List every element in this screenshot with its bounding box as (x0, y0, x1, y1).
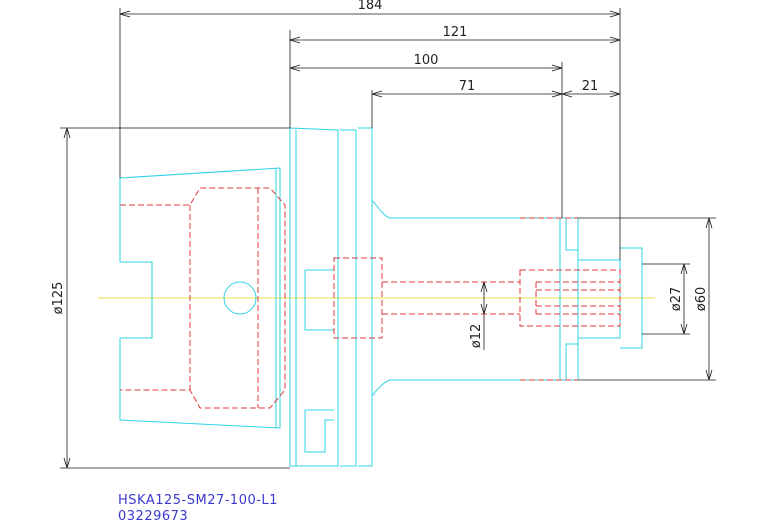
dim-dia-60: ø60 (694, 287, 709, 312)
dimension-lines (60, 8, 716, 469)
dim-length-100: 100 (414, 53, 439, 68)
flange (289, 127, 339, 467)
dim-length-21: 21 (582, 79, 599, 94)
cross-hole (223, 281, 257, 315)
hidden-lines (120, 187, 621, 409)
dim-length-71: 71 (459, 79, 476, 94)
dim-dia-27: ø27 (669, 287, 684, 312)
tool-body (371, 199, 579, 397)
article-number: 03229673 (118, 509, 189, 523)
hsk-taper-shank (119, 167, 281, 429)
dim-length-121: 121 (443, 25, 468, 40)
part-number: HSKA125-SM27-100-L1 (118, 493, 278, 508)
part-outline (119, 127, 643, 467)
dim-dia-125: ø125 (51, 282, 66, 315)
dim-dia-12: ø12 (469, 324, 484, 349)
dim-overall-length: 184 (358, 0, 383, 13)
